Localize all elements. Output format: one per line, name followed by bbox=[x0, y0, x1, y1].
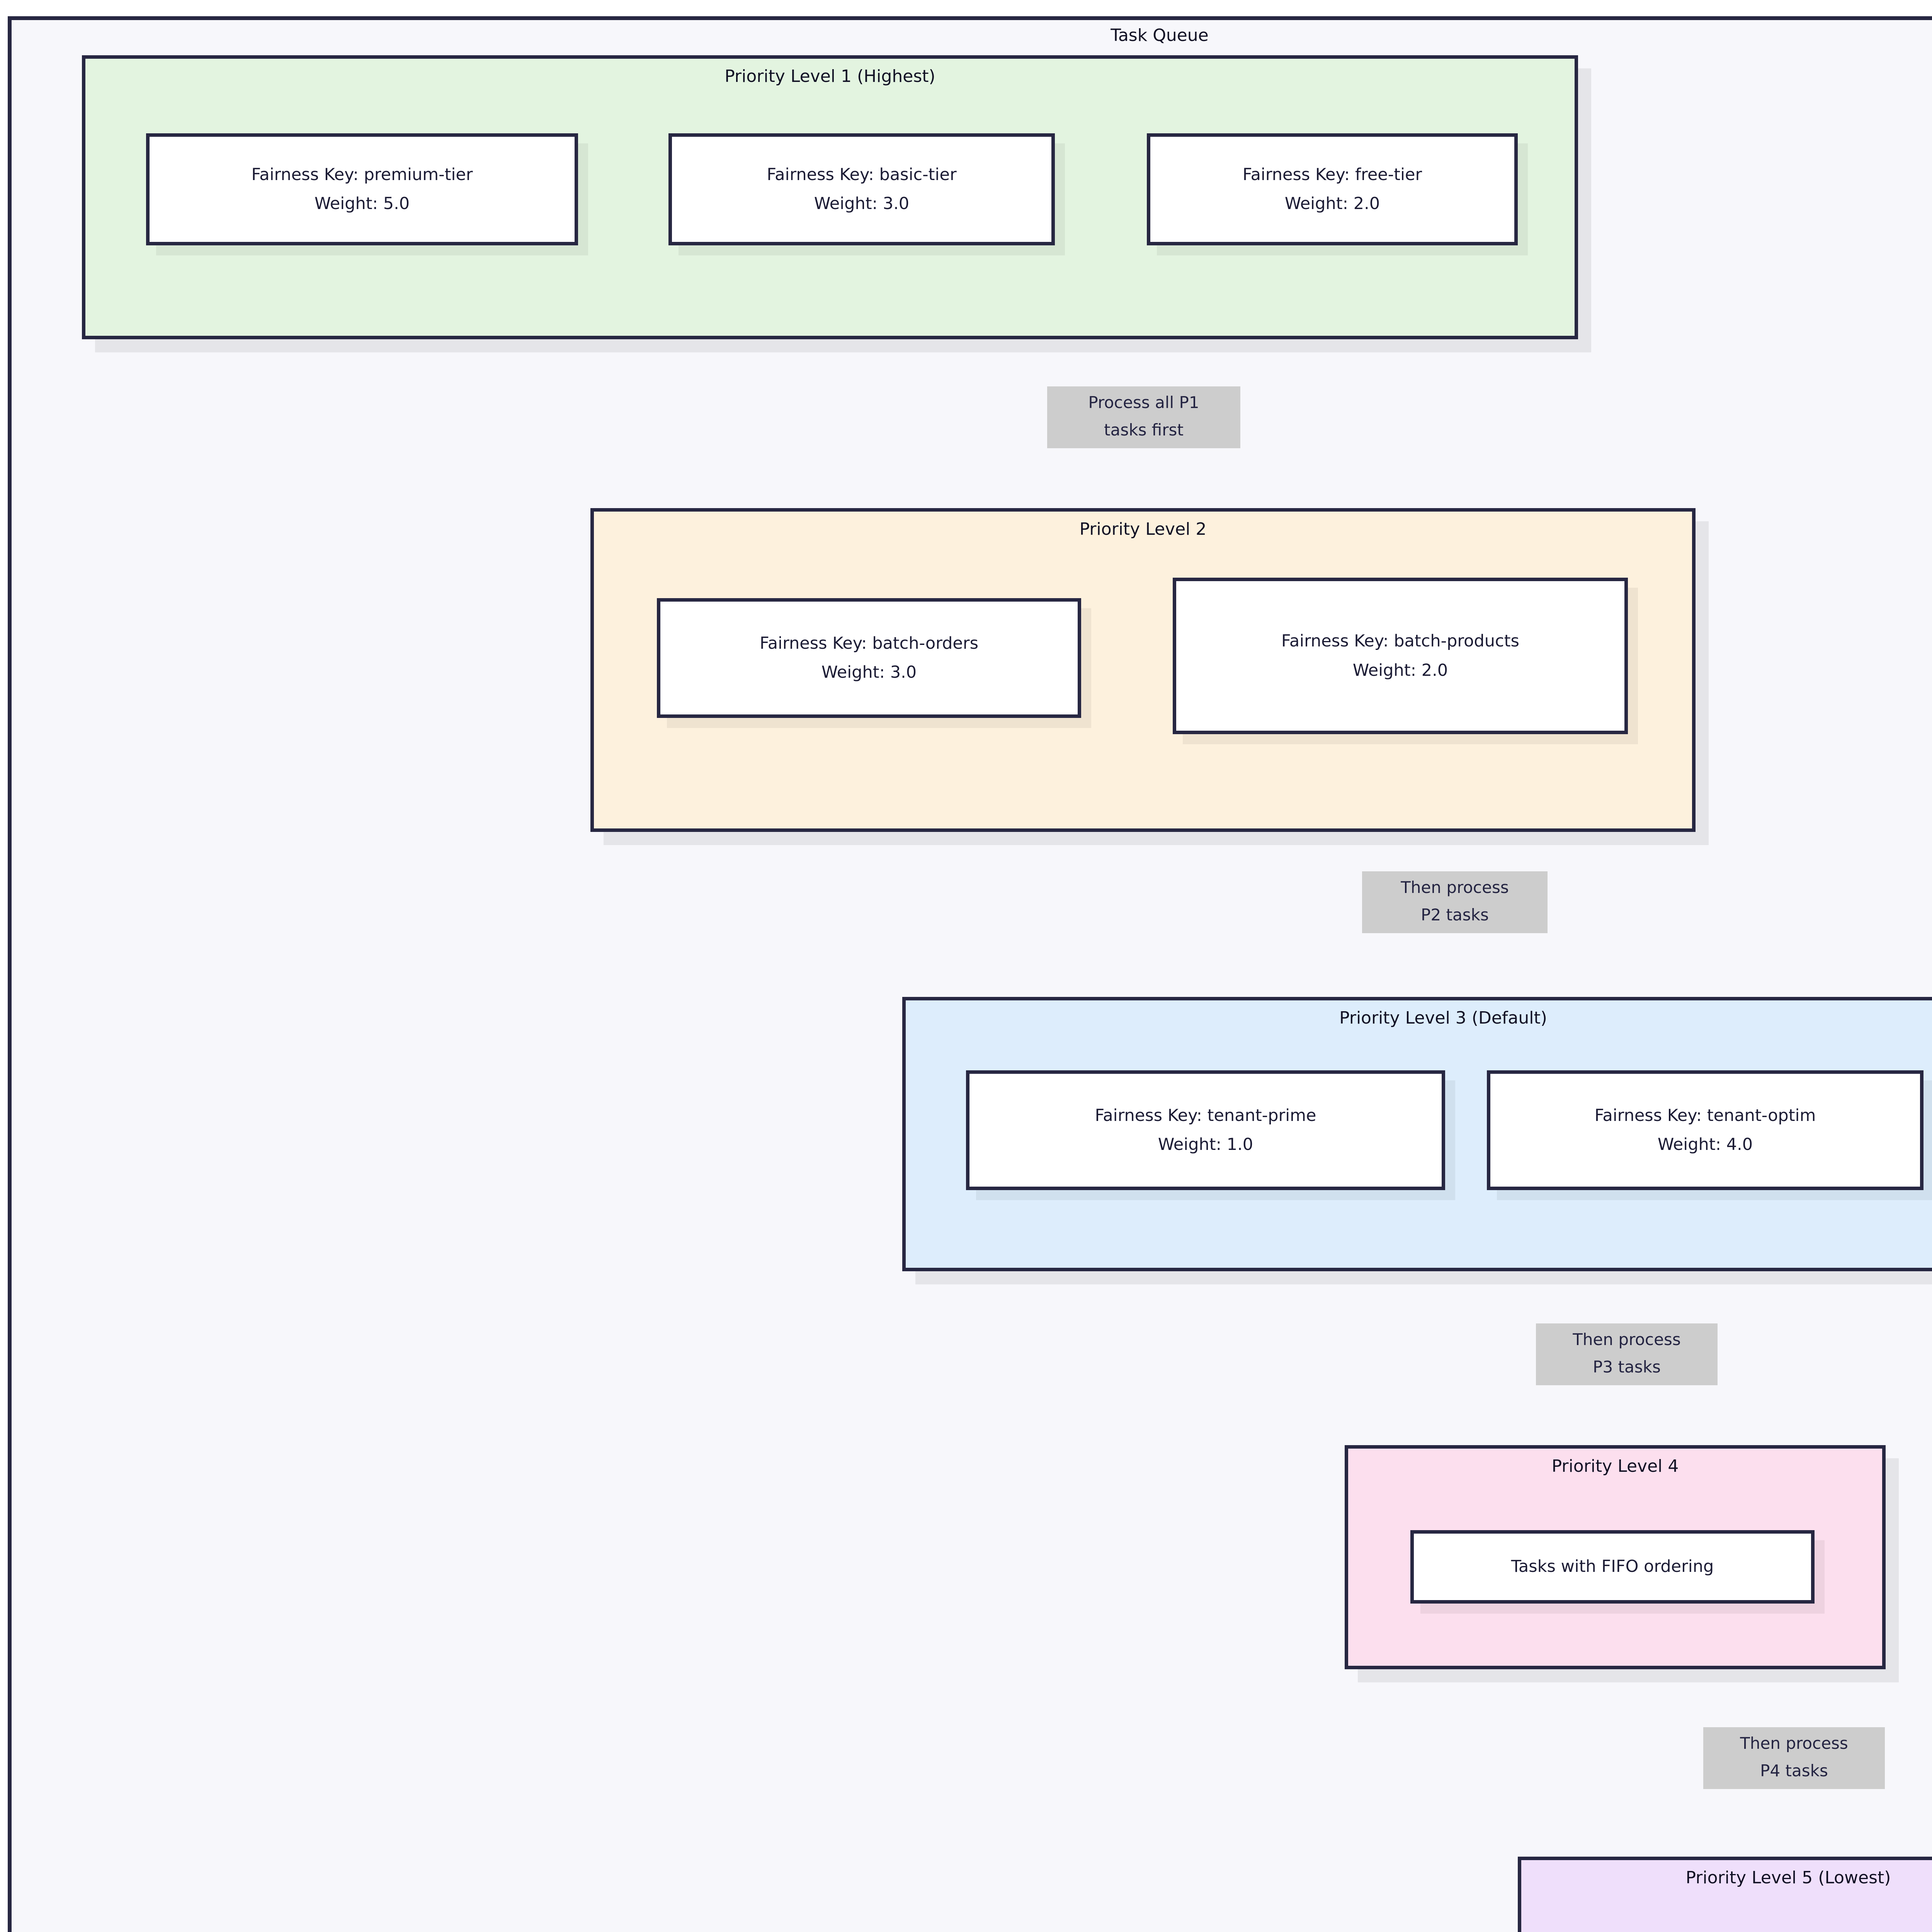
edge-label-line-2: P3 tasks bbox=[1593, 1357, 1661, 1377]
fairness-key-label: Fairness Key: tenant-prime bbox=[1095, 1105, 1316, 1125]
edge-label-line-2: P4 tasks bbox=[1760, 1761, 1828, 1781]
fairness-weight-label: Weight: 2.0 bbox=[1284, 194, 1380, 213]
page-title: Task Queue bbox=[1111, 26, 1209, 45]
fairness-node-batch-products[interactable]: Fairness Key: batch-products Weight: 2.0 bbox=[1173, 578, 1628, 734]
fairness-node-batch-orders[interactable]: Fairness Key: batch-orders Weight: 3.0 bbox=[657, 598, 1081, 718]
edge-label-p2-to-p3: Then process P2 tasks bbox=[1362, 871, 1548, 933]
fairness-node-basic-tier[interactable]: Fairness Key: basic-tier Weight: 3.0 bbox=[668, 133, 1055, 245]
priority-level-5-group[interactable]: Priority Level 5 (Lowest) bbox=[1518, 1857, 1932, 1932]
fairness-node-free-tier[interactable]: Fairness Key: free-tier Weight: 2.0 bbox=[1147, 133, 1518, 245]
edge-label-p1-to-p2: Process all P1 tasks first bbox=[1047, 386, 1240, 448]
fairness-key-label: Fairness Key: tenant-optim bbox=[1594, 1105, 1816, 1125]
edge-label-line-1: Then process bbox=[1740, 1734, 1848, 1753]
fairness-key-label: Fairness Key: premium-tier bbox=[251, 165, 473, 184]
edge-label-p4-to-p5: Then process P4 tasks bbox=[1703, 1727, 1885, 1789]
edge-label-line-1: Then process bbox=[1401, 878, 1509, 897]
fairness-weight-label: Weight: 1.0 bbox=[1158, 1135, 1253, 1154]
fairness-key-label: Fairness Key: free-tier bbox=[1242, 165, 1422, 184]
edge-label-line-2: tasks first bbox=[1104, 420, 1184, 440]
priority-level-1-title: Priority Level 1 (Highest) bbox=[724, 66, 935, 86]
fairness-node-tenant-prime[interactable]: Fairness Key: tenant-prime Weight: 1.0 bbox=[966, 1070, 1445, 1190]
edge-label-line-1: Then process bbox=[1573, 1330, 1681, 1349]
priority-level-3-title: Priority Level 3 (Default) bbox=[1339, 1008, 1547, 1028]
fairness-key-label: Fairness Key: batch-orders bbox=[760, 633, 978, 653]
fifo-label: Tasks with FIFO ordering bbox=[1511, 1557, 1714, 1577]
edge-label-p3-to-p4: Then process P3 tasks bbox=[1536, 1323, 1718, 1385]
fairness-node-premium-tier[interactable]: Fairness Key: premium-tier Weight: 5.0 bbox=[146, 133, 578, 245]
fifo-node-level-4[interactable]: Tasks with FIFO ordering bbox=[1410, 1530, 1815, 1604]
priority-level-5-title: Priority Level 5 (Lowest) bbox=[1685, 1868, 1891, 1888]
fairness-weight-label: Weight: 4.0 bbox=[1657, 1135, 1753, 1154]
fairness-weight-label: Weight: 3.0 bbox=[814, 194, 910, 213]
edge-label-line-1: Process all P1 bbox=[1088, 393, 1199, 412]
fairness-key-label: Fairness Key: batch-products bbox=[1281, 631, 1519, 651]
fairness-key-label: Fairness Key: basic-tier bbox=[767, 165, 957, 184]
fairness-weight-label: Weight: 5.0 bbox=[314, 194, 410, 213]
priority-level-4-title: Priority Level 4 bbox=[1551, 1456, 1679, 1476]
fairness-weight-label: Weight: 2.0 bbox=[1352, 660, 1448, 680]
priority-level-2-title: Priority Level 2 bbox=[1079, 519, 1207, 539]
edge-label-line-2: P2 tasks bbox=[1421, 905, 1489, 925]
fairness-node-tenant-optim[interactable]: Fairness Key: tenant-optim Weight: 4.0 bbox=[1487, 1070, 1923, 1190]
fairness-weight-label: Weight: 3.0 bbox=[821, 663, 917, 682]
